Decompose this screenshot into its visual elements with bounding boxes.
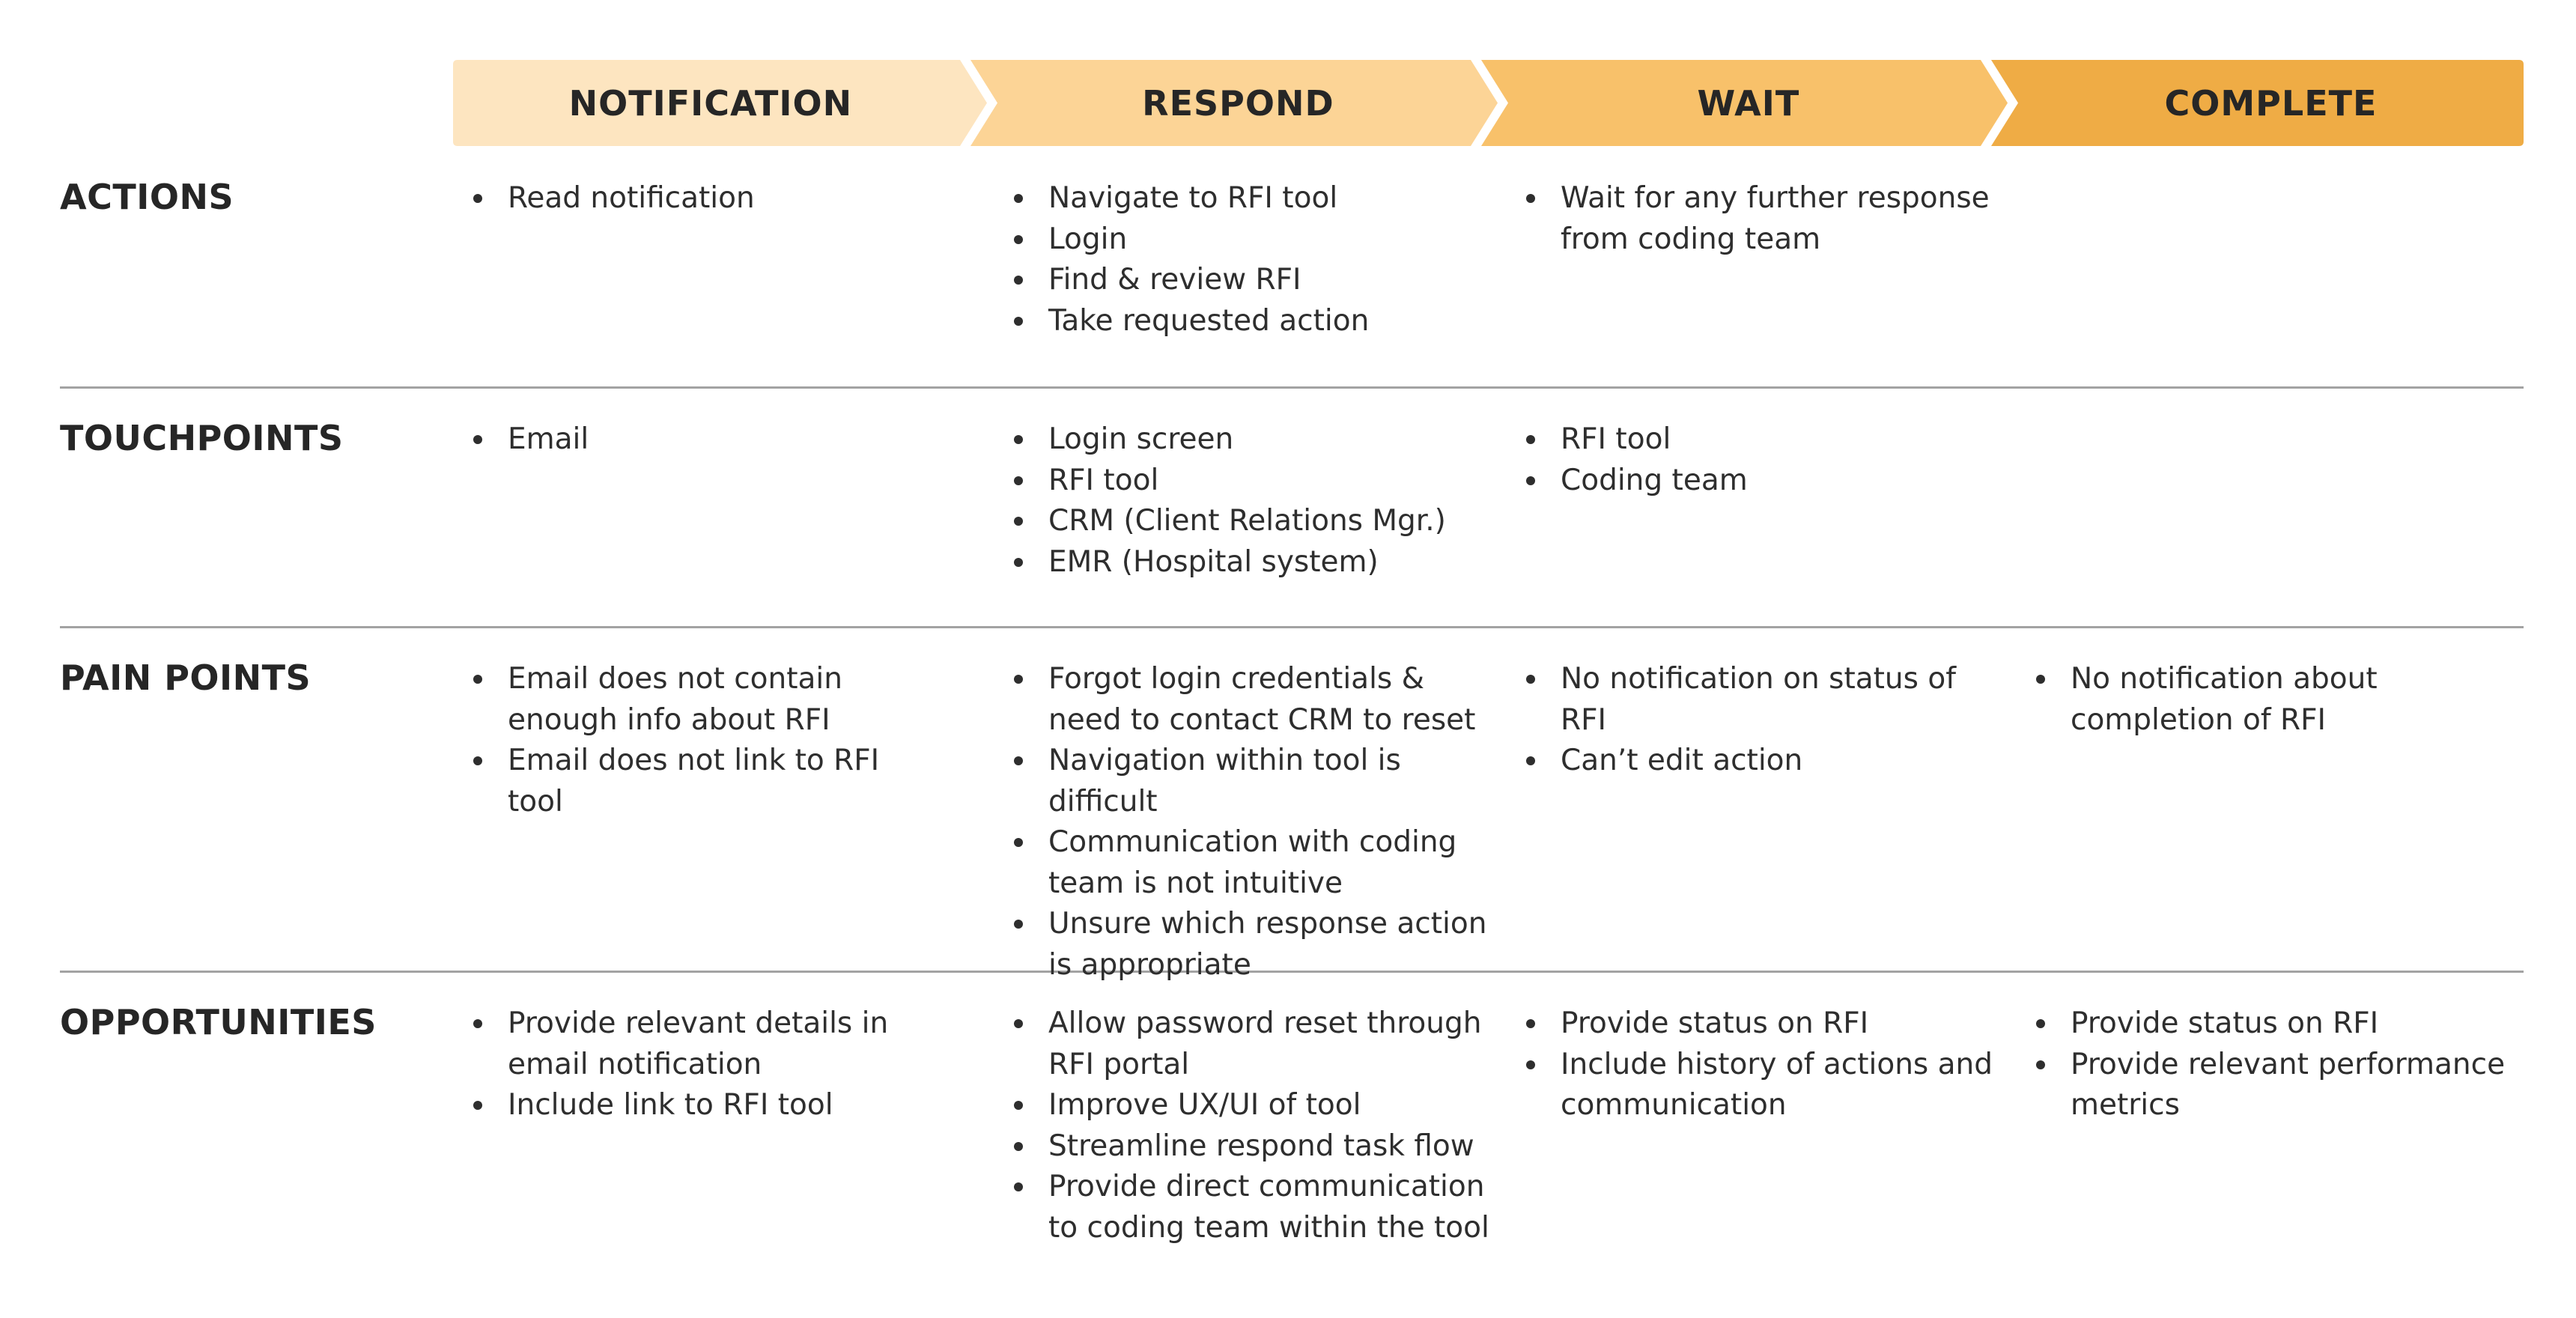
list-item: Navigate to RFI tool [1003,178,1490,219]
list-item: Read notification [463,178,942,219]
list-item: Streamline respond task flow [1003,1126,1490,1167]
cell-actions-wait: Wait for any further response from codin… [1516,178,2002,260]
row-label-pain-points: PAIN POINTS [60,658,312,698]
list-item: RFI tool [1516,419,2002,461]
list-item: Unsure which response action is appropri… [1003,904,1490,986]
list-item: Email does not link to RFI tool [463,741,942,822]
list-item: Provide relevant performance metrics [2026,1045,2512,1126]
list-item: EMR (Hospital system) [1003,542,1490,583]
list-item: Email does not contain enough info about… [463,659,942,741]
phase-header-bar [453,60,2524,146]
phase-label-complete: COMPLETE [2164,82,2378,124]
row-label-touchpoints: TOUCHPOINTS [60,418,344,458]
list-item: Coding team [1516,461,2002,502]
phase-chevron-notification [453,60,987,146]
cell-pain-points-respond: Forgot login credentials & need to conta… [1003,659,1490,986]
list-item: Provide relevant details in email notifi… [463,1003,942,1085]
list-item: Provide status on RFI [2026,1003,2512,1045]
list-item: No notification about completion of RFI [2026,659,2512,741]
cell-pain-points-complete: No notification about completion of RFI [2026,659,2512,741]
phase-chevron-respond [970,60,1498,146]
list-item: Include history of actions and communica… [1516,1045,2002,1126]
phase-label-respond: RESPOND [1142,82,1334,124]
list-item: Provide status on RFI [1516,1003,2002,1045]
list-item: Provide direct communication to coding t… [1003,1167,1490,1248]
phase-label-notification: NOTIFICATION [568,82,853,124]
list-item: Can’t edit action [1516,741,2002,782]
list-item: Wait for any further response from codin… [1516,178,2002,260]
list-item: Communication with coding team is not in… [1003,822,1490,904]
list-item: Take requested action [1003,301,1490,342]
cell-touchpoints-notification: Email [463,419,942,461]
list-item: Improve UX/UI of tool [1003,1085,1490,1126]
list-item: Allow password reset through RFI portal [1003,1003,1490,1085]
list-item: Login screen [1003,419,1490,461]
phase-label-wait: WAIT [1697,82,1800,124]
list-item: Find & review RFI [1003,260,1490,301]
list-item: Login [1003,219,1490,261]
list-item: RFI tool [1003,461,1490,502]
row-divider [60,971,2524,973]
list-item: Include link to RFI tool [463,1085,942,1126]
list-item: CRM (Client Relations Mgr.) [1003,501,1490,542]
cell-opportunities-notification: Provide relevant details in email notifi… [463,1003,942,1126]
row-label-actions: ACTIONS [60,177,234,217]
phase-chevron-complete [1991,60,2524,146]
list-item: No notification on status of RFI [1516,659,2002,741]
list-item: Navigation within tool is difficult [1003,741,1490,822]
list-item: Forgot login credentials & need to conta… [1003,659,1490,741]
phase-chevron-wait [1481,60,2008,146]
row-divider [60,626,2524,628]
list-item: Email [463,419,942,461]
row-divider [60,386,2524,389]
cell-pain-points-notification: Email does not contain enough info about… [463,659,942,822]
cell-actions-notification: Read notification [463,178,942,219]
row-label-opportunities: OPPORTUNITIES [60,1002,377,1042]
